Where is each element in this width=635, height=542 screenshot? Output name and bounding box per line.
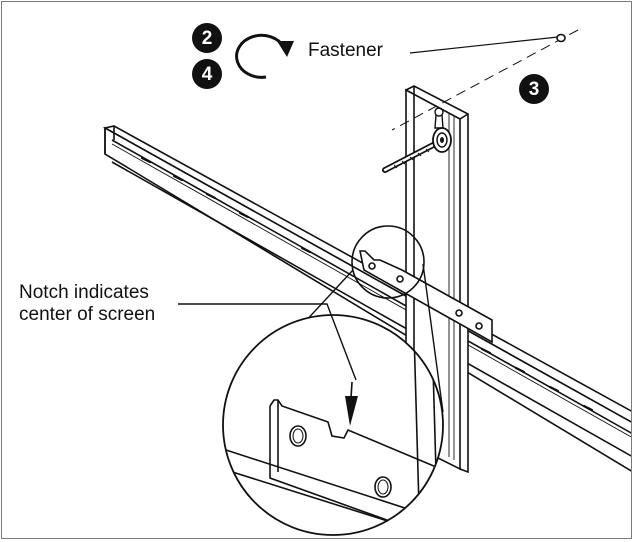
- notch-label-line-1: Notch indicates: [19, 282, 149, 303]
- zoomed-detail: [222, 314, 444, 536]
- detail-source-circle: [351, 225, 425, 299]
- step-badge-4: 4: [192, 59, 222, 89]
- fastener-leader: [391, 29, 579, 131]
- rail-slots: [140, 156, 594, 412]
- step-badge-2: 2: [192, 23, 222, 53]
- vertical-bracket: [405, 85, 469, 474]
- clockwise-rotate-arrow-icon: [235, 33, 294, 79]
- fastener-label: Fastener: [308, 40, 383, 61]
- step-badge-3: 3: [519, 74, 549, 104]
- notch-leader: [178, 303, 358, 426]
- notch-label-line-2: center of screen: [19, 304, 156, 325]
- horizontal-rail: [102, 125, 631, 472]
- bolt: [382, 127, 452, 173]
- notch-plate: [359, 250, 493, 344]
